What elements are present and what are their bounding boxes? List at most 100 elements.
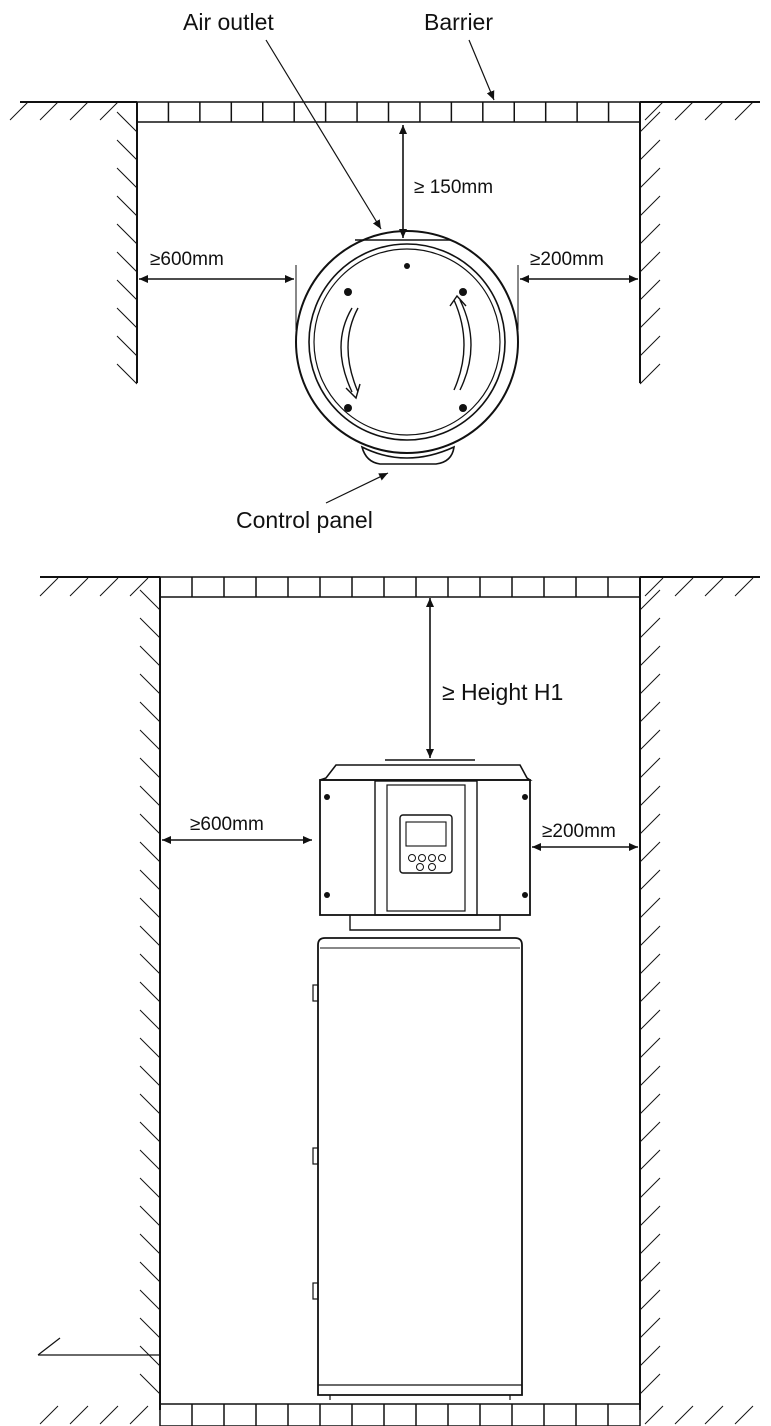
- screw-4: [459, 404, 467, 412]
- ceiling-hatch-mark: [644, 1405, 664, 1425]
- ceiling-hatch-mark: [9, 101, 29, 121]
- wall-hatch-mark: [116, 223, 138, 245]
- wall-hatch-mark: [639, 139, 661, 161]
- barrier-strip: [159, 1403, 641, 1426]
- unit-outer-ring: [295, 230, 519, 454]
- head-top-cap: [319, 764, 533, 781]
- ceiling-hatch-mark: [69, 101, 89, 121]
- ceiling-hatch-mark: [674, 1405, 694, 1425]
- wall-hatch-mark: [116, 139, 138, 161]
- wall-hatch-mark: [639, 1205, 661, 1227]
- front-clearance-right-label: ≥200mm: [542, 821, 616, 842]
- wall-hatch-mark: [639, 1233, 661, 1255]
- air-outlet-leader: [265, 39, 382, 230]
- tank-body: [317, 937, 523, 1396]
- ceiling-hatch-mark: [129, 1405, 149, 1425]
- front-clearance-left-label: ≥600mm: [190, 814, 264, 835]
- wall-hatch-mark: [139, 1121, 161, 1143]
- ceiling-hatch-mark: [704, 1405, 724, 1425]
- wall-hatch-mark: [139, 1009, 161, 1031]
- wall-hatch-mark: [639, 757, 661, 779]
- wall-hatch-mark: [639, 729, 661, 751]
- front-view: ≥ Height H1 ≥200mm ≥600mm: [37, 576, 760, 1426]
- ceiling-hatch-mark: [39, 577, 59, 597]
- ceiling-hatch-mark: [644, 577, 664, 597]
- wall-hatch-mark: [139, 981, 161, 1003]
- wall-hatch-mark: [139, 1373, 161, 1395]
- wall-hatch-mark: [116, 363, 138, 385]
- wall-hatch-mark: [139, 1037, 161, 1059]
- head-front-inner: [386, 784, 466, 912]
- wall-hatch-mark: [139, 673, 161, 695]
- barrier-leader: [468, 39, 495, 101]
- wall-hatch-mark: [139, 617, 161, 639]
- clearance-left-label: ≥600mm: [150, 249, 224, 270]
- ceiling-hatch-mark: [69, 577, 89, 597]
- front-floor-bricks: [159, 1403, 641, 1426]
- button-4: [438, 854, 446, 862]
- unit-ring-3: [313, 248, 501, 436]
- ceiling-hatch-mark: [734, 577, 754, 597]
- wall-hatch-mark: [139, 897, 161, 919]
- wall-hatch-mark: [639, 1261, 661, 1283]
- ceiling-hatch-mark: [69, 1405, 89, 1425]
- wall-hatch-mark: [139, 841, 161, 863]
- wall-hatch-mark: [139, 1205, 161, 1227]
- barrier-label: Barrier: [424, 9, 493, 35]
- head-screw-3: [324, 892, 330, 898]
- wall-hatch-mark: [116, 111, 138, 133]
- head-screw-4: [522, 892, 528, 898]
- wall-hatch-mark: [116, 335, 138, 357]
- wall-hatch-mark: [639, 251, 661, 273]
- wall-hatch-mark: [139, 953, 161, 975]
- wall-hatch-mark: [139, 1317, 161, 1339]
- wall-hatch-mark: [139, 785, 161, 807]
- unit-top-view: [295, 230, 519, 465]
- wall-hatch-mark: [639, 701, 661, 723]
- ceiling-hatch-mark: [99, 101, 119, 121]
- control-panel-leader: [325, 472, 389, 504]
- button-2: [418, 854, 426, 862]
- display-screen: [399, 814, 453, 874]
- head-neck: [349, 915, 501, 931]
- head-screw-1: [324, 794, 330, 800]
- front-clearance-top-label: ≥ Height H1: [442, 679, 563, 705]
- heat-pump-head: [319, 759, 533, 931]
- wall-hatch-mark: [639, 195, 661, 217]
- wall-hatch-mark: [639, 335, 661, 357]
- front-ceiling-bricks: [159, 576, 641, 598]
- head-front-frame: [374, 780, 478, 916]
- ceiling-hatch-mark: [129, 577, 149, 597]
- wall-hatch-mark: [639, 223, 661, 245]
- ceiling-hatch-mark: [674, 577, 694, 597]
- wall-hatch-mark: [139, 1289, 161, 1311]
- wall-hatch-mark: [139, 869, 161, 891]
- wall-hatch-mark: [639, 1345, 661, 1367]
- wall-hatch-mark: [116, 167, 138, 189]
- wall-hatch-mark: [639, 363, 661, 385]
- wall-hatch-mark: [139, 925, 161, 947]
- button-5: [416, 863, 424, 871]
- wall-hatch-mark: [139, 729, 161, 751]
- top-barrier-bricks: [136, 101, 641, 123]
- button-1: [408, 854, 416, 862]
- wall-hatch-mark: [639, 1093, 661, 1115]
- wall-hatch-mark: [639, 589, 661, 611]
- wall-hatch-mark: [139, 1261, 161, 1283]
- wall-hatch-mark: [116, 307, 138, 329]
- wall-hatch-mark: [139, 1149, 161, 1171]
- wall-hatch-mark: [139, 1177, 161, 1199]
- button-3: [428, 854, 436, 862]
- rotation-arrow-left: [340, 307, 361, 400]
- wall-hatch-mark: [139, 1233, 161, 1255]
- wall-hatch-mark: [139, 1345, 161, 1367]
- air-outlet-label: Air outlet: [183, 9, 274, 35]
- wall-hatch-mark: [639, 869, 661, 891]
- head-body: [319, 779, 531, 916]
- wall-hatch-mark: [639, 617, 661, 639]
- front-hatch-group: [39, 577, 754, 1425]
- unit-ring-2: [308, 243, 506, 441]
- clearance-right-label: ≥200mm: [530, 249, 604, 270]
- top-hatch-group: [9, 101, 754, 385]
